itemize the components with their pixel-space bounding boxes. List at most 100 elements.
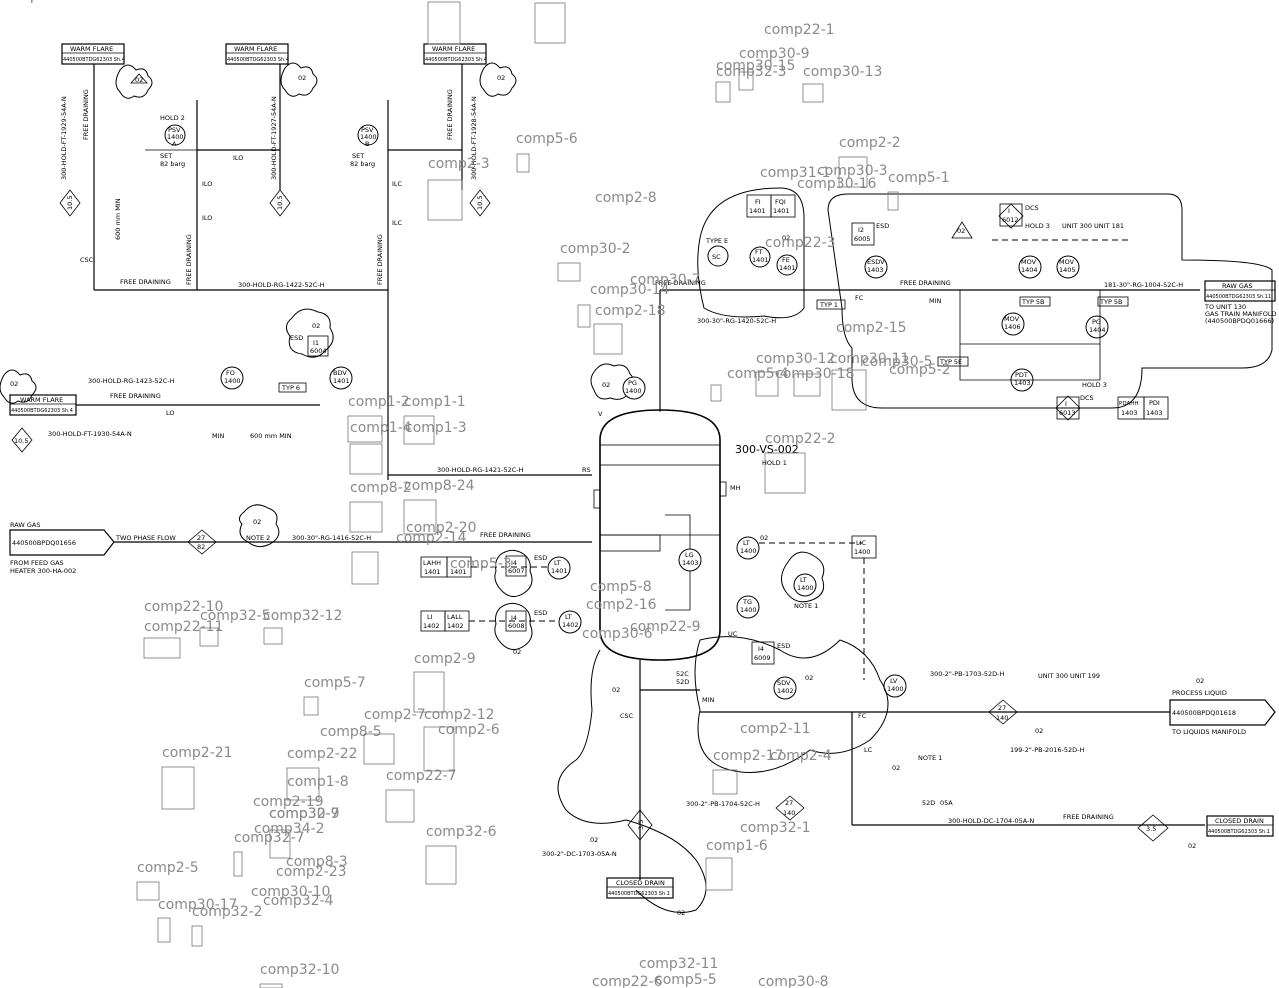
svg-text:1400: 1400 — [625, 387, 642, 395]
svg-text:ESDV: ESDV — [867, 258, 885, 266]
flare-title: WARM FLARE — [432, 45, 475, 53]
fi-1401: FI 1401 FQI 1401 — [746, 194, 796, 218]
svg-text:ILO: ILO — [202, 214, 212, 222]
component-box — [233, 851, 243, 877]
component-box — [349, 443, 383, 475]
svg-text:PDT: PDT — [1015, 371, 1028, 379]
component-box — [764, 452, 806, 494]
svg-text:CSC: CSC — [620, 712, 634, 720]
svg-text:1403: 1403 — [1014, 379, 1031, 387]
component-box — [191, 925, 203, 947]
component-box — [349, 501, 383, 533]
rev-mark: 02 — [298, 74, 306, 82]
svg-text:ESD: ESD — [534, 554, 547, 562]
svg-text:440500BTDG62303 Sh.1: 440500BTDG62303 Sh.1 — [1208, 829, 1270, 835]
component-box — [793, 373, 821, 397]
component-label: comp22-10 — [144, 599, 223, 615]
line-label: 199-2"-PB-2016-52D-H — [1010, 746, 1084, 754]
flare-title: WARM FLARE — [234, 45, 277, 53]
svg-text:82: 82 — [197, 543, 205, 551]
line-label: 300-HOLD-RG-1423-52C-H — [88, 377, 175, 385]
svg-text:02: 02 — [513, 648, 521, 656]
svg-text:1400: 1400 — [887, 685, 904, 693]
component-box — [427, 1, 461, 45]
component-label: comp2-22 — [287, 746, 358, 762]
component-label: comp22-6 — [592, 974, 663, 988]
line-label: 300-HOLD-FT-1927-54A-N — [270, 96, 278, 180]
svg-text:SDV: SDV — [777, 679, 791, 687]
svg-text:140: 140 — [996, 714, 1008, 722]
svg-text:FO: FO — [226, 369, 235, 377]
sc-instrument: TYPE E SC — [705, 237, 729, 267]
svg-text:I: I — [1065, 400, 1067, 408]
component-box — [347, 415, 383, 443]
svg-text:440500BPDQ01618: 440500BPDQ01618 — [1172, 709, 1236, 717]
component-box — [738, 71, 754, 91]
svg-text:ILO: ILO — [233, 154, 243, 162]
line-label: FREE DRAINING — [185, 234, 193, 285]
component-label: comp30-3 — [817, 163, 888, 179]
component-label: comp32-6 — [426, 824, 497, 840]
component-label: comp1-1 — [404, 394, 466, 410]
component-box — [712, 769, 738, 795]
mov-1405: MOV 1405 — [1056, 255, 1080, 279]
ft-1401: FT 1401 — [749, 246, 771, 268]
component-label: comp30-14 — [590, 282, 670, 298]
svg-text:I4: I4 — [511, 614, 517, 622]
svg-text:02: 02 — [312, 322, 320, 330]
component-box — [403, 499, 437, 535]
component-label: comp30-9 — [739, 46, 810, 62]
component-box — [351, 551, 379, 585]
component-box — [363, 733, 395, 765]
component-label: comp2-21 — [162, 745, 233, 761]
svg-text:HEATER 300-HA-002: HEATER 300-HA-002 — [10, 567, 76, 575]
line-label: FREE DRAINING — [446, 89, 454, 140]
mov-1404: MOV 1404 — [1018, 255, 1042, 279]
svg-text:6008: 6008 — [508, 622, 525, 630]
component-label: comp2-15 — [836, 320, 907, 336]
component-label: comp30-4 — [0, 0, 71, 4]
svg-text:02: 02 — [760, 534, 768, 542]
component-box — [413, 671, 445, 713]
svg-text:I4: I4 — [511, 559, 517, 567]
svg-text:DCS: DCS — [1025, 204, 1039, 212]
flare-title: WARM FLARE — [20, 396, 63, 404]
component-label: comp2-12 — [424, 707, 495, 723]
svg-text:ILC: ILC — [392, 180, 403, 188]
svg-text:FROM FEED GAS: FROM FEED GAS — [10, 559, 64, 567]
svg-text:ESD: ESD — [777, 642, 790, 650]
component-box — [385, 789, 415, 823]
component-label: comp22-3 — [765, 235, 836, 251]
svg-text:10.5: 10.5 — [14, 437, 28, 445]
line-label: 300-HOLD-FT-1929-54A-N — [60, 96, 68, 180]
svg-text:GAS TRAIN MANIFOLD: GAS TRAIN MANIFOLD — [1205, 310, 1277, 318]
component-label: comp32-4 — [263, 893, 334, 909]
pg-1400: 02 PG 1400 V — [590, 363, 661, 418]
svg-text:440500BTDG62303 Sh.1: 440500BTDG62303 Sh.1 — [608, 891, 670, 897]
component-box — [425, 845, 457, 885]
svg-text:CLOSED DRAIN: CLOSED DRAIN — [1215, 817, 1264, 825]
svg-text:LT: LT — [554, 559, 561, 567]
component-label: comp32-1 — [740, 820, 811, 836]
line-label: FREE DRAINING — [1063, 813, 1114, 821]
svg-text:1401: 1401 — [551, 567, 568, 575]
svg-text:02: 02 — [805, 674, 813, 682]
line-label: TWO PHASE FLOW — [115, 534, 176, 542]
line-label: FREE DRAINING — [110, 392, 161, 400]
component-box — [161, 766, 195, 810]
svg-text:TG: TG — [742, 598, 752, 606]
svg-text:B: B — [365, 140, 369, 148]
component-label: comp22-9 — [630, 619, 701, 635]
bdv-1401: BDV 1401 — [329, 366, 353, 390]
component-label: comp1-4 — [350, 420, 412, 436]
svg-text:LAHH: LAHH — [423, 559, 441, 567]
svg-text:NOTE 1: NOTE 1 — [918, 754, 942, 762]
svg-text:NOTE 2: NOTE 2 — [246, 534, 270, 542]
svg-text:TYP 6: TYP 6 — [281, 384, 300, 392]
fo-1400: FO 1400 — [220, 366, 244, 390]
component-label: comp8-24 — [404, 478, 475, 494]
svg-text:RAW GAS: RAW GAS — [1222, 282, 1252, 290]
closed-drain-bottom: CLOSED DRAIN 440500BTDG62303 Sh.1 02 02 — [590, 836, 685, 917]
line-label: 300-2"-PB-1703-52D-H — [930, 670, 1004, 678]
line-label: 300-HOLD-FT-1928-54A-N — [470, 96, 478, 180]
